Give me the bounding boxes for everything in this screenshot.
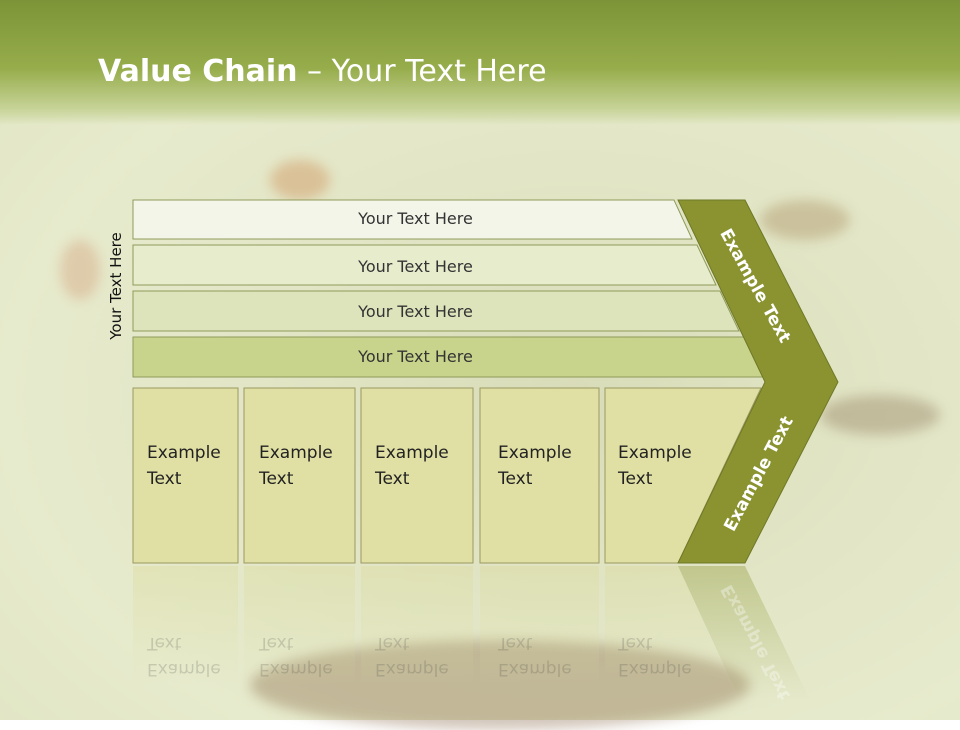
box-4 (479, 387, 600, 564)
row-label-1: Your Text Here (358, 209, 473, 228)
box-reflection (605, 566, 730, 680)
background-blob (270, 160, 330, 200)
box-4-reflection-line1: Example (498, 659, 572, 679)
box-4-text-reflection: Example Text (498, 630, 572, 682)
box-1-line2: Text (147, 469, 182, 489)
box-3 (360, 387, 474, 564)
row-label-4: Your Text Here (358, 347, 473, 366)
box-2-line1: Example (259, 443, 333, 463)
box-2 (243, 387, 356, 564)
box-5-text: Example Text (618, 440, 692, 492)
row-label-3: Your Text Here (358, 302, 473, 321)
box-2-reflection-line1: Example (259, 659, 333, 679)
box-3-text-reflection: Example Text (375, 630, 449, 682)
box-5-reflection-line1: Example (618, 659, 692, 679)
header-band (0, 0, 960, 125)
box-3-reflection-line1: Example (375, 659, 449, 679)
chevron-reflection (678, 566, 810, 700)
box-2-text: Example Text (259, 440, 333, 492)
title-bold: Value Chain (98, 54, 298, 89)
row-bar-3 (132, 290, 740, 332)
slide-title: Value Chain – Your Text Here (98, 54, 547, 89)
box-3-reflection-line2: Text (375, 633, 410, 653)
box-5-line2: Text (618, 469, 653, 489)
box-3-text: Example Text (375, 440, 449, 492)
title-rest: – Your Text Here (297, 54, 547, 89)
box-1-reflection-line2: Text (147, 633, 182, 653)
background-blob (60, 240, 100, 300)
box-reflection (480, 566, 599, 686)
box-4-line1: Example (498, 443, 572, 463)
box-2-text-reflection: Example Text (259, 630, 333, 682)
box-1 (132, 387, 239, 564)
box-1-text-reflection: Example Text (147, 630, 221, 682)
box-3-line1: Example (375, 443, 449, 463)
box-reflection (361, 566, 473, 686)
box-1-text: Example Text (147, 440, 221, 492)
box-4-line2: Text (498, 469, 533, 489)
box-reflection (244, 566, 355, 686)
row-label-2: Your Text Here (358, 257, 473, 276)
box-5-line1: Example (618, 443, 692, 463)
row-bar-1 (132, 199, 693, 240)
box-1-reflection-line1: Example (147, 659, 221, 679)
box-reflection (133, 566, 238, 686)
box-2-reflection-line2: Text (259, 633, 294, 653)
box-5-text-reflection: Example Text (618, 630, 692, 682)
chevron-arrow (677, 199, 839, 564)
box-5-reflection-line2: Text (618, 633, 653, 653)
box-2-line2: Text (259, 469, 294, 489)
box-3-line2: Text (375, 469, 410, 489)
box-4-text: Example Text (498, 440, 572, 492)
box-4-reflection-line2: Text (498, 633, 533, 653)
row-bar-2 (132, 244, 717, 286)
box-1-line1: Example (147, 443, 221, 463)
background-blob (820, 395, 940, 435)
background-blob (760, 200, 850, 240)
